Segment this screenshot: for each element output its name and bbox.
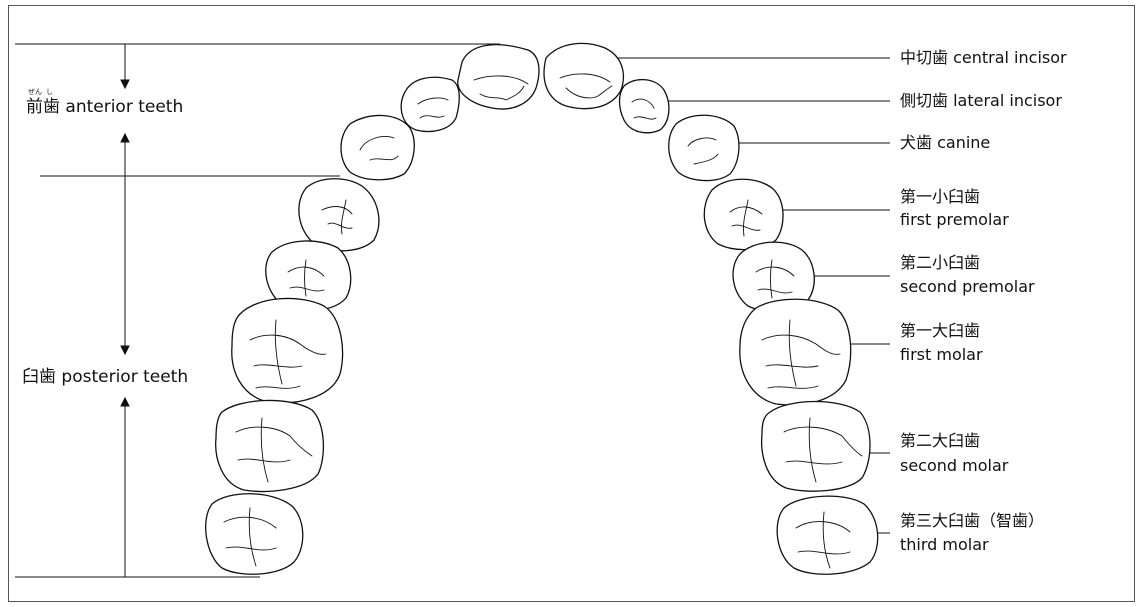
arrow-head xyxy=(121,80,129,88)
tooth-lateral-incisor-right xyxy=(620,80,669,133)
tooth-first-molar-right xyxy=(740,299,851,405)
anterior-ruby-shi: し xyxy=(46,88,53,96)
tooth-second-molar-left xyxy=(216,400,324,491)
second-premolar-label-ja: 第二小臼歯 xyxy=(900,252,980,274)
lateral-incisor-label: 側切歯 lateral incisor xyxy=(900,90,1062,112)
tooth-central-incisor-right xyxy=(544,43,623,108)
tooth-third-molar-left xyxy=(206,494,303,575)
tooth-first-premolar-left xyxy=(299,179,379,251)
tooth-first-molar-left xyxy=(232,298,343,402)
third-molar-label-en: third molar xyxy=(900,534,989,556)
first-molar-label-en: first molar xyxy=(900,344,983,366)
tooth-first-premolar-right xyxy=(704,179,783,249)
second-premolar-label-en: second premolar xyxy=(900,276,1035,298)
posterior-teeth-label: 臼歯 posterior teeth xyxy=(22,366,188,388)
tooth-canine-left xyxy=(341,115,414,179)
arrow-head xyxy=(121,398,129,406)
anterior-ruby-zen: ぜん xyxy=(28,88,42,96)
anterior-teeth-label: 前歯 anterior teeth xyxy=(26,96,183,118)
second-molar-label-en: second molar xyxy=(900,455,1008,477)
third-molar-label-ja: 第三大臼歯（智歯） xyxy=(900,510,1044,532)
tooth-central-incisor-left xyxy=(458,45,539,109)
first-molar-label-ja: 第一大臼歯 xyxy=(900,320,980,342)
arrow-head xyxy=(121,134,129,142)
second-molar-label-ja: 第二大臼歯 xyxy=(900,430,980,452)
arrow-head xyxy=(121,346,129,354)
first-premolar-label-en: first premolar xyxy=(900,209,1009,231)
canine-label: 犬歯 canine xyxy=(900,132,990,154)
tooth-lateral-incisor-left xyxy=(401,77,459,131)
first-premolar-label-ja: 第一小臼歯 xyxy=(900,186,980,208)
central-incisor-label: 中切歯 central incisor xyxy=(900,47,1067,69)
tooth-canine-right xyxy=(669,115,739,180)
tooth-second-molar-right xyxy=(762,402,870,492)
tooth-third-molar-right xyxy=(777,496,878,574)
